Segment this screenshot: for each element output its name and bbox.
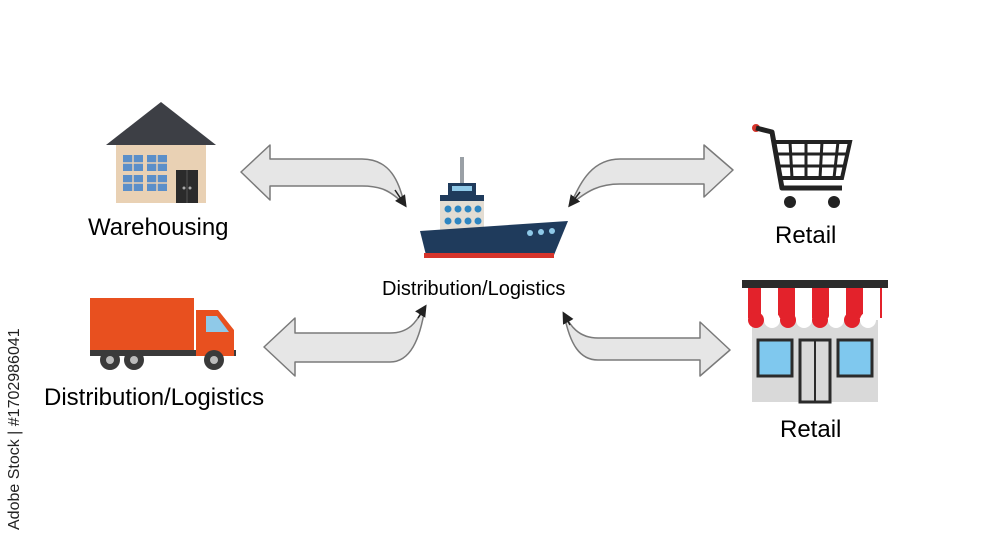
arrow-ship-store (562, 311, 731, 377)
ship-icon (420, 157, 568, 258)
distribution-logistics-label: Distribution/Logistics (44, 384, 265, 411)
arrow-ship-cart (568, 144, 734, 208)
center-logistics-label: Distribution/Logistics (382, 278, 566, 300)
truck-icon (90, 298, 236, 370)
retail-store-label: Retail (780, 416, 842, 443)
stock-credit: Adobe Stock | #1702986041 (6, 328, 23, 530)
shopping-cart-icon (752, 124, 853, 208)
arrow-warehouse-ship (240, 144, 407, 208)
warehouse-icon (106, 102, 216, 203)
storefront-icon (742, 280, 888, 404)
warehousing-label: Warehousing (88, 214, 229, 241)
arrow-truck-ship (263, 304, 427, 377)
retail-cart-label: Retail (775, 222, 837, 249)
